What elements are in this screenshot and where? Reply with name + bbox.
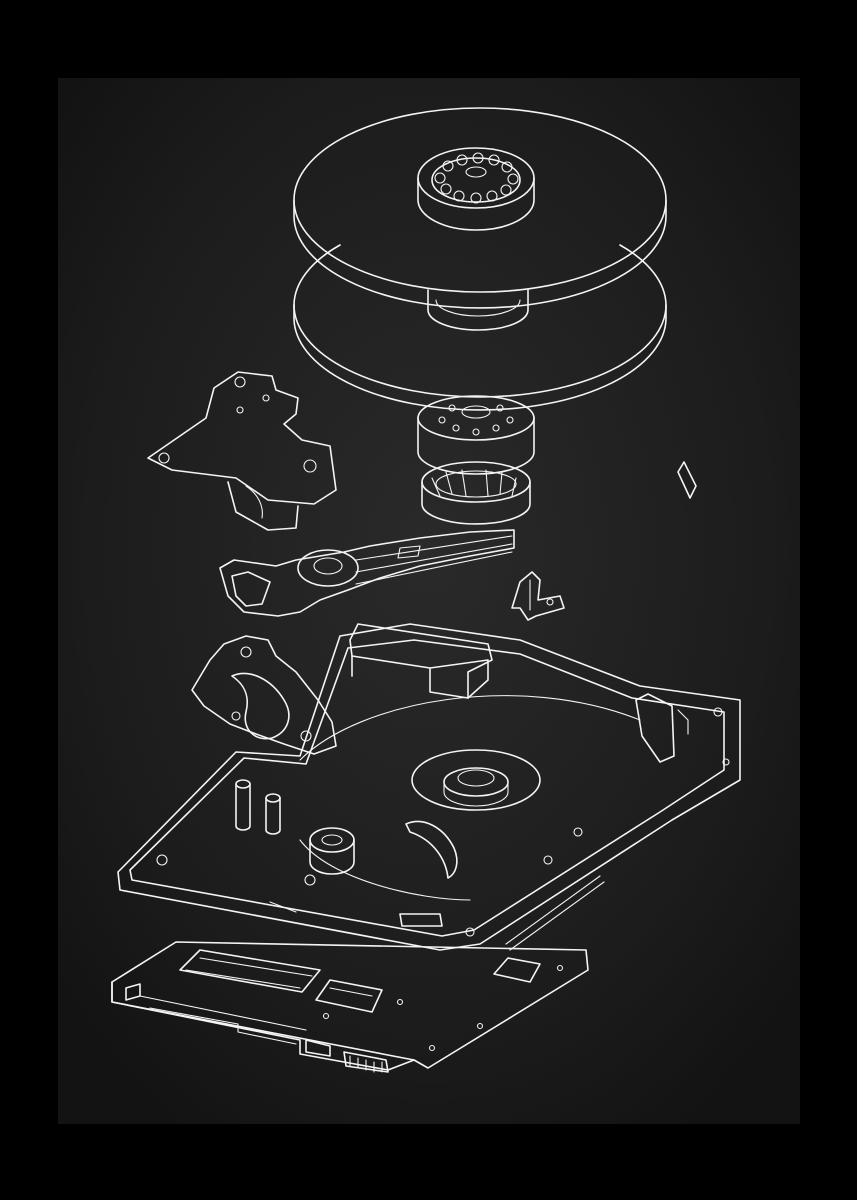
pivot-posts xyxy=(235,779,281,835)
controller-circuit-board xyxy=(111,941,589,1073)
lower-magnet-bracket xyxy=(191,635,337,755)
clamp-screw-holes xyxy=(434,152,519,204)
motor-driver-chip xyxy=(493,957,541,983)
upper-platter xyxy=(293,107,667,309)
lower-platter xyxy=(293,244,667,411)
chalkboard-background xyxy=(58,78,800,1124)
spindle-hub xyxy=(417,395,535,475)
platter-clamp xyxy=(417,147,535,231)
memory-chip xyxy=(315,979,383,1013)
head-parking-ramp xyxy=(511,571,565,621)
drive-base-chassis xyxy=(117,623,741,951)
actuator-arm-assembly xyxy=(219,529,515,617)
top-magnet-bracket xyxy=(147,371,337,531)
spindle-motor-bearing xyxy=(421,461,531,525)
small-filter-tab xyxy=(677,461,697,499)
spindle-bearing-post xyxy=(309,827,355,875)
main-controller-chip xyxy=(179,949,321,993)
